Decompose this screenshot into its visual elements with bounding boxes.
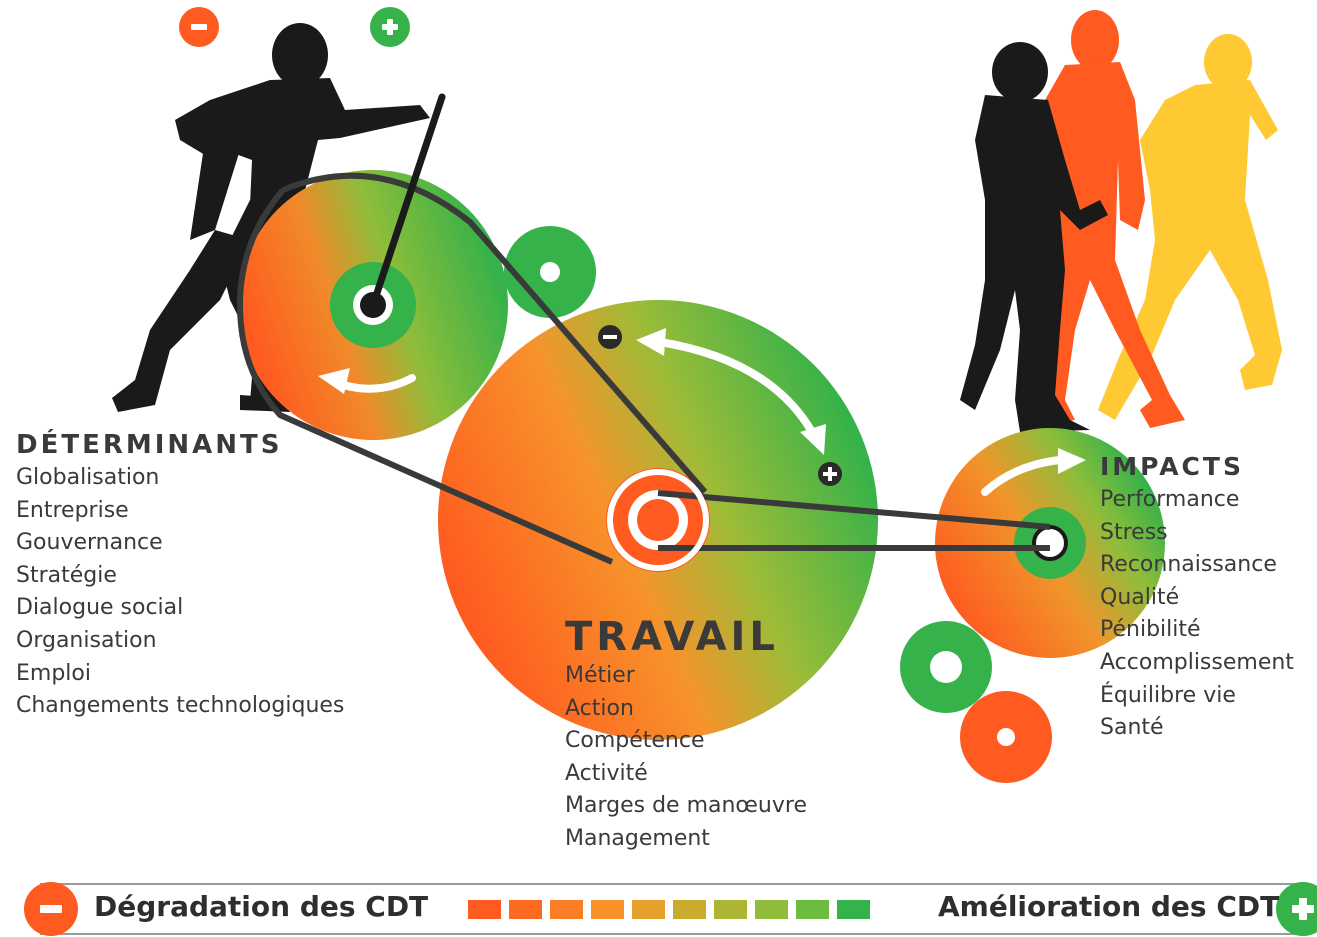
small-ring-green-bottom bbox=[900, 621, 992, 713]
impacts-item: Accomplissement bbox=[1100, 649, 1294, 675]
belt-travail-impacts bbox=[607, 469, 1051, 571]
minus-badge-icon bbox=[179, 7, 219, 47]
determinants-item: Stratégie bbox=[16, 562, 117, 588]
small-ring-orange-bottom bbox=[960, 691, 1052, 783]
legend-plus-icon bbox=[1276, 882, 1317, 936]
determinants-item: Changements technologiques bbox=[16, 693, 345, 719]
impacts-item: Équilibre vie bbox=[1100, 682, 1236, 708]
legend-scale-swatch bbox=[550, 900, 583, 919]
legend-scale-swatch bbox=[714, 900, 747, 919]
determinants-item: Emploi bbox=[16, 660, 91, 686]
legend-scale-swatch bbox=[837, 900, 870, 919]
impacts-item: Pénibilité bbox=[1100, 617, 1201, 643]
legend-scale-swatch bbox=[632, 900, 665, 919]
legend-scale-swatch bbox=[468, 900, 501, 919]
determinants-item: Gouvernance bbox=[16, 530, 163, 556]
travail-item: Compétence bbox=[565, 728, 705, 754]
travail-block: TRAVAIL Métier Action Compétence Activit… bbox=[565, 614, 807, 856]
walker-black-silhouette-icon bbox=[960, 42, 1108, 432]
determinants-block: DÉTERMINANTS Globalisation Entreprise Go… bbox=[16, 428, 344, 723]
crank-handle bbox=[369, 93, 446, 309]
determinants-item: Entreprise bbox=[16, 497, 129, 523]
legend-color-scale bbox=[468, 900, 870, 919]
impacts-title: IMPACTS bbox=[1100, 452, 1244, 481]
legend-scale-swatch bbox=[673, 900, 706, 919]
legend-scale-swatch bbox=[591, 900, 624, 919]
travail-item: Action bbox=[565, 695, 634, 721]
impacts-block: IMPACTS Performance Stress Reconnaissanc… bbox=[1100, 450, 1294, 745]
travail-title: TRAVAIL bbox=[565, 614, 779, 660]
travail-item: Marges de manœuvre bbox=[565, 793, 807, 819]
legend-scale-swatch bbox=[755, 900, 788, 919]
travail-item: Métier bbox=[565, 663, 635, 688]
travail-item: Activité bbox=[565, 760, 648, 786]
determinants-item: Globalisation bbox=[16, 465, 160, 490]
legend-minus-icon bbox=[24, 882, 78, 936]
small-ring-green-top bbox=[504, 226, 596, 318]
belt-determinants-travail bbox=[237, 172, 708, 565]
determinants-item: Dialogue social bbox=[16, 595, 184, 621]
impacts-item: Qualité bbox=[1100, 584, 1180, 610]
impacts-item: Performance bbox=[1100, 487, 1240, 512]
walker-orange-silhouette-icon bbox=[1035, 10, 1185, 428]
impacts-item: Santé bbox=[1100, 715, 1164, 741]
impacts-item: Reconnaissance bbox=[1100, 552, 1277, 578]
legend-left-label: Dégradation des CDT bbox=[94, 890, 429, 923]
plus-badge-icon bbox=[370, 7, 410, 47]
impacts-item: Stress bbox=[1100, 519, 1168, 545]
legend-scale-swatch bbox=[509, 900, 542, 919]
runner-yellow-silhouette-icon bbox=[1098, 34, 1282, 420]
determinants-title: DÉTERMINANTS bbox=[16, 430, 283, 460]
determinants-item: Organisation bbox=[16, 627, 157, 653]
legend-right-label: Amélioration des CDT bbox=[938, 890, 1280, 923]
travail-item: Management bbox=[565, 825, 710, 851]
legend-scale-swatch bbox=[796, 900, 829, 919]
